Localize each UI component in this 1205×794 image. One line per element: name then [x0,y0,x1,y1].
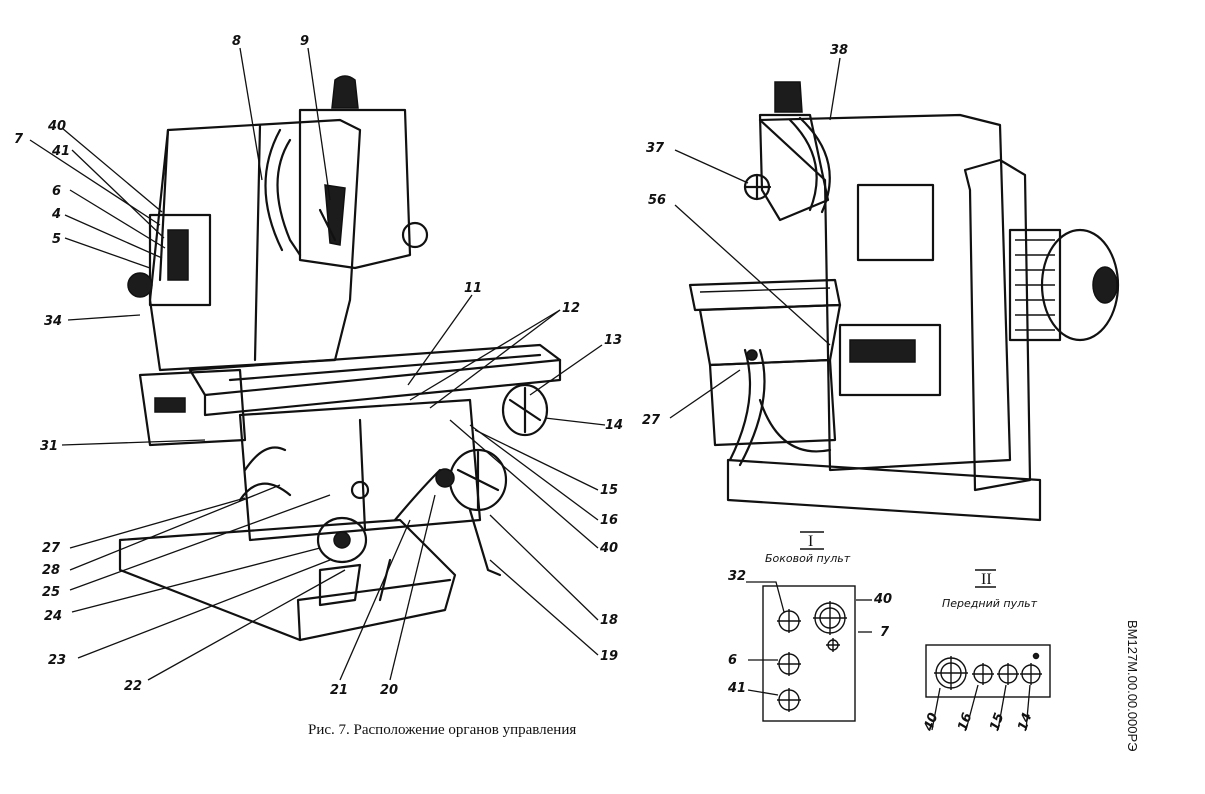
callout-label: 15 [600,483,618,498]
callout-label: 56 [648,193,666,208]
front-panel: II Передний пульт 40 16 15 14 [921,569,1051,734]
side-panel-title: Боковой пульт [765,552,851,565]
right-machine-drawing [688,81,1120,522]
front-panel-knob [972,663,994,685]
callout-label: 20 [380,683,398,698]
callout-label: 34 [44,314,62,329]
indicator-dot [1032,652,1040,660]
callout-label: 37 [646,141,665,156]
callout-label: 38 [830,43,848,58]
front-panel-label: 40 [921,711,942,734]
right-leader-lines [669,57,841,419]
callout-label: 13 [604,333,622,348]
callout-label: 40 [599,541,618,556]
callout-label: 27 [42,541,61,556]
front-panel-numeral: II [981,571,992,588]
callout-label: 12 [562,301,580,316]
side-panel-knob [777,688,801,712]
front-panel-title: Передний пульт [942,597,1038,610]
front-panel-label: 15 [987,711,1007,733]
callout-label: 27 [642,413,661,428]
callout-label: 41 [51,144,70,159]
callout-label: 11 [464,281,482,296]
callout-label: 6 [52,184,61,199]
side-panel-knob [777,652,801,676]
side-panel: I Боковой пульт 32 40 7 6 41 [727,531,892,722]
side-panel-label: 41 [727,681,746,696]
side-panel-knob [826,638,840,652]
callout-label: 7 [14,132,24,147]
callout-label: 9 [300,34,309,49]
front-panel-knob [997,663,1019,685]
side-panel-label: 7 [880,625,890,640]
front-panel-knob [1020,663,1042,685]
side-panel-knob [813,601,847,635]
callout-label: 8 [232,34,241,49]
callout-label: 24 [44,609,62,624]
callout-label: 19 [600,649,618,664]
callout-label: 23 [48,653,66,668]
left-leader-lines [29,47,606,681]
callout-label: 18 [600,613,618,628]
callout-label: 21 [330,683,348,698]
side-panel-knob [777,609,801,633]
document-number: ВМ127М.00.00.000РЭ [1125,620,1140,752]
callout-label: 22 [124,679,142,694]
left-labels: 40 7 41 6 4 5 34 8 9 11 12 13 14 31 27 2… [14,34,623,698]
front-panel-label: 16 [955,711,975,733]
left-machine-drawing [118,75,562,642]
callout-label: 4 [51,207,61,222]
callout-label: 5 [52,232,61,247]
callout-label: 25 [42,585,60,600]
callout-label: 28 [42,563,60,578]
front-panel-label: 14 [1015,711,1035,733]
side-panel-label: 32 [728,569,746,584]
front-panel-knob [934,656,968,690]
right-labels: 38 37 56 27 [642,43,848,428]
figure-caption: Рис. 7. Расположение органов управления [308,722,577,738]
side-panel-label: 6 [728,653,737,668]
side-panel-label: 40 [873,592,892,607]
side-panel-numeral: I [808,533,813,550]
callout-label: 16 [600,513,618,528]
callout-label: 40 [47,119,66,134]
callout-label: 14 [605,418,623,433]
callout-label: 31 [40,439,58,454]
